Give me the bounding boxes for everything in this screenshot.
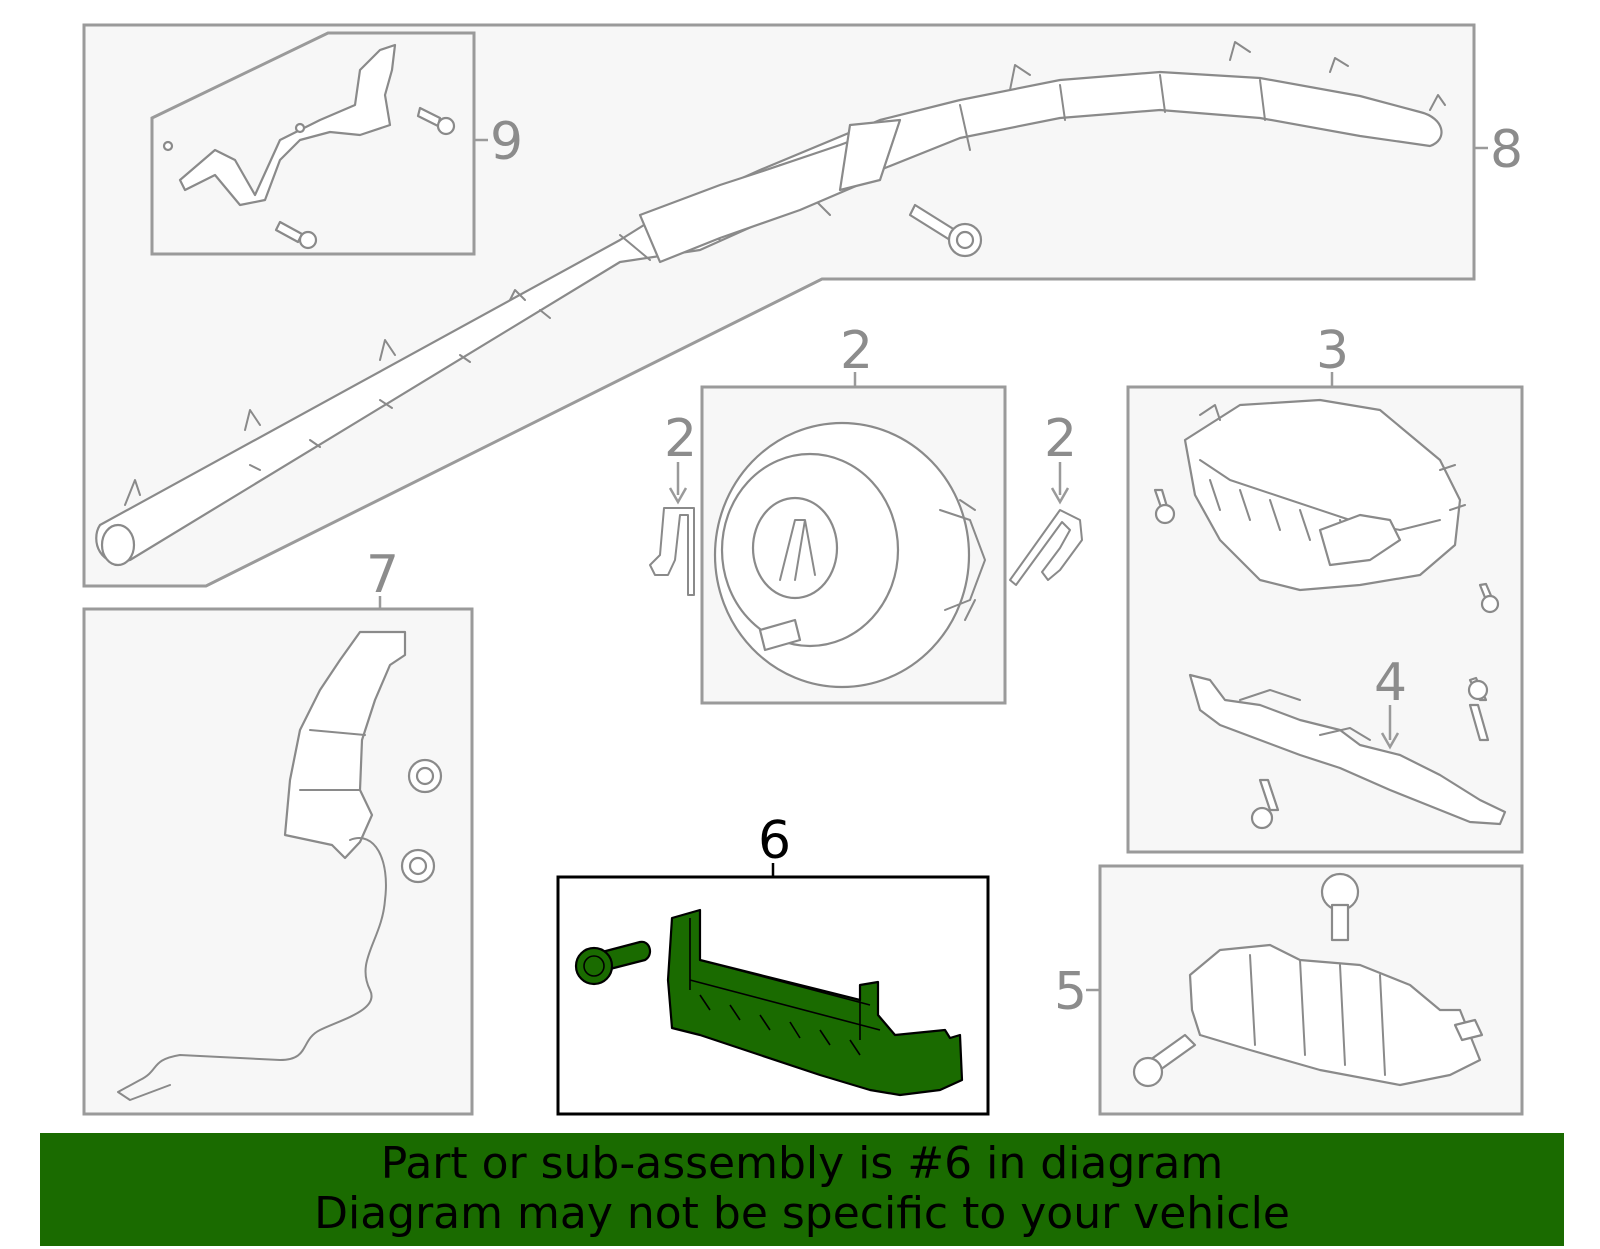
banner-line-1: Part or sub-assembly is #6 in diagram — [380, 1138, 1224, 1189]
callout-1: 2 — [840, 321, 873, 381]
group-6-highlighted[interactable]: 6 — [556, 811, 990, 1116]
callout-7: 7 — [366, 545, 399, 605]
group-2-left: 2 — [649, 409, 697, 596]
group-7: 7 — [82, 545, 474, 1116]
info-banner: Part or sub-assembly is #6 in diagram Di… — [40, 1133, 1564, 1246]
highlighted-bolt[interactable] — [600, 940, 652, 972]
callout-4: 4 — [1374, 653, 1407, 713]
highlighted-bracket-part[interactable] — [666, 908, 964, 1097]
group-1: 2 — [700, 321, 1007, 705]
group-3-4: 3 4 — [1126, 321, 1524, 854]
group-2-right: 2 — [1009, 409, 1083, 586]
group-5: 5 — [1054, 864, 1524, 1116]
callout-2-left: 2 — [664, 409, 697, 469]
callout-6: 6 — [758, 811, 791, 871]
curtain-airbag-illustration — [95, 41, 1446, 567]
callout-3: 3 — [1316, 321, 1349, 381]
callout-9: 9 — [490, 112, 523, 172]
group-9: 9 — [150, 31, 523, 256]
callout-8: 8 — [1490, 120, 1523, 180]
callout-5: 5 — [1054, 962, 1087, 1022]
callout-2-right: 2 — [1044, 409, 1077, 469]
banner-line-2: Diagram may not be specific to your vehi… — [314, 1188, 1290, 1239]
group-8-bolt — [908, 203, 983, 258]
